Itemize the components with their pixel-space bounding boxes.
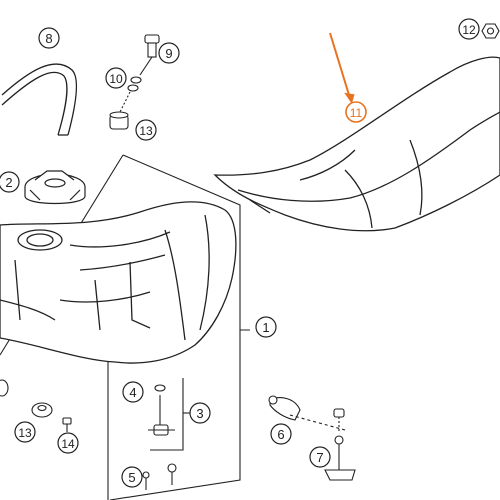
vent-screw-assembly (109, 34, 160, 130)
fuel-hose (1, 63, 77, 136)
svg-text:14: 14 (61, 437, 75, 451)
fuel-cap (24, 170, 86, 205)
seat-nut (481, 23, 500, 39)
svg-text:3: 3 (196, 406, 203, 421)
callout-8: 8 (38, 27, 60, 49)
callout-11: 11 (345, 101, 367, 123)
seat (213, 56, 500, 232)
callout-13-lower: 13 (14, 421, 36, 443)
callout-4: 4 (122, 381, 144, 403)
svg-text:10: 10 (109, 72, 123, 86)
svg-text:11: 11 (350, 106, 363, 120)
svg-text:1: 1 (262, 320, 269, 335)
seat-mount-parts (268, 395, 356, 481)
callout-6: 6 (270, 423, 292, 445)
callout-13-upper: 13 (135, 119, 157, 141)
svg-text:13: 13 (18, 426, 32, 440)
callout-2: 2 (0, 171, 20, 193)
svg-text:7: 7 (316, 450, 323, 465)
svg-text:9: 9 (165, 46, 172, 61)
callout-9: 9 (158, 42, 180, 64)
callout-14: 14 (57, 432, 79, 454)
callout-1: 1 (255, 316, 277, 338)
callout-5: 5 (121, 466, 143, 488)
svg-text:6: 6 (277, 427, 284, 442)
highlight-arrow (329, 32, 355, 104)
callout-10: 10 (105, 67, 127, 89)
fuel-tap (142, 384, 177, 490)
callout-3: 3 (189, 402, 211, 424)
svg-text:5: 5 (128, 470, 135, 485)
callout-12: 12 (458, 18, 480, 40)
svg-text:12: 12 (462, 23, 476, 37)
small-rubber-parts (0, 379, 72, 432)
svg-text:2: 2 (5, 175, 12, 190)
fuel-tank (0, 201, 237, 364)
svg-text:8: 8 (45, 31, 52, 46)
svg-text:13: 13 (139, 124, 153, 138)
callout-7: 7 (309, 446, 331, 468)
svg-text:4: 4 (129, 385, 136, 400)
